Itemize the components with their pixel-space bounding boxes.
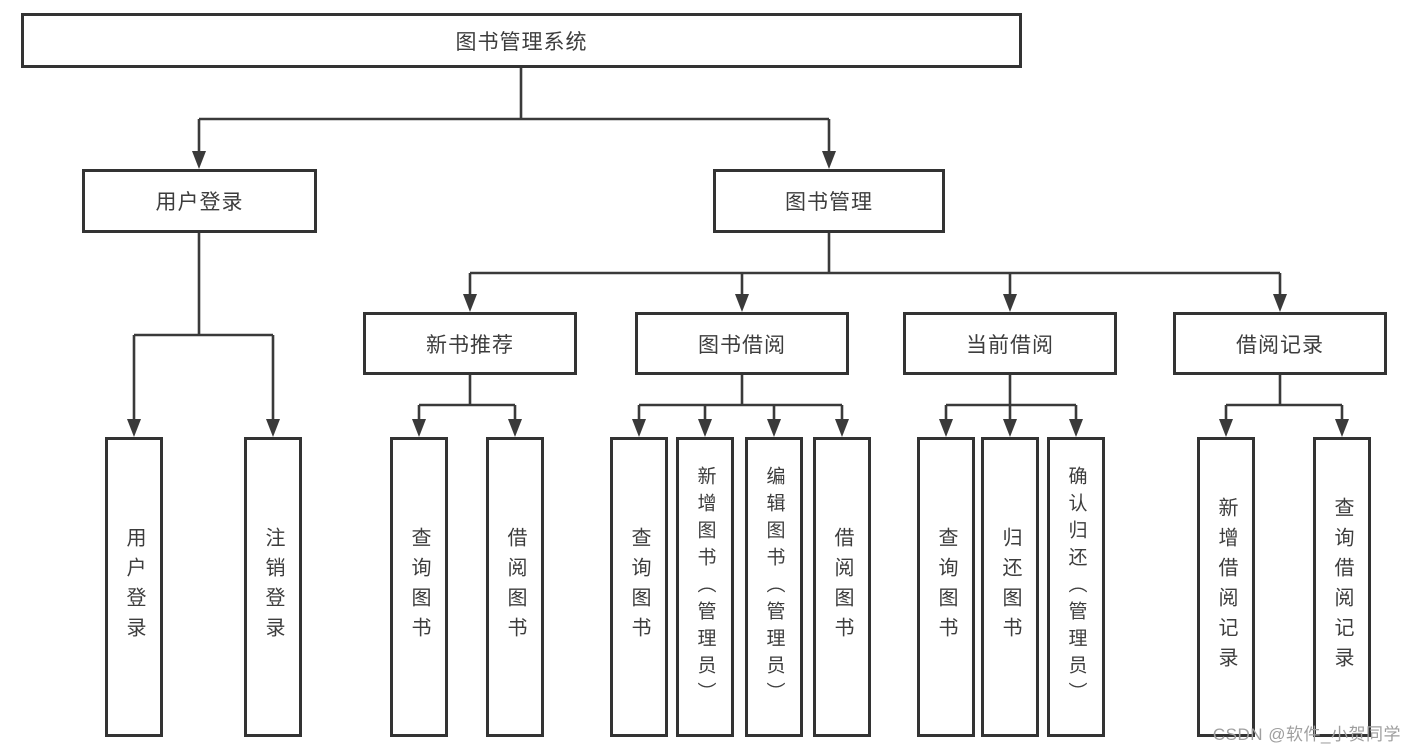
leaf-label: 归还图书 <box>999 527 1021 647</box>
leaf-label: 借阅图书 <box>831 527 853 647</box>
arrowhead-icon <box>266 419 280 437</box>
arrowhead-icon <box>698 419 712 437</box>
leaf-logout-login: 注销登录 <box>244 437 302 737</box>
node-user-login: 用户登录 <box>82 169 317 233</box>
leaf-label: 编辑图书（管理员） <box>763 465 785 709</box>
leaf-label: 借阅图书 <box>504 527 526 647</box>
leaf-label: 注销登录 <box>262 527 284 647</box>
leaf-label: 查询图书 <box>628 527 650 647</box>
leaf-label: 确认归还（管理员） <box>1065 465 1087 709</box>
node-borrow-records: 借阅记录 <box>1173 312 1387 375</box>
leaf-user-login: 用户登录 <box>105 437 163 737</box>
node-book-borrow: 图书借阅 <box>635 312 849 375</box>
arrowhead-icon <box>412 419 426 437</box>
arrowhead-icon <box>735 294 749 312</box>
leaf-query-borrow-record: 查询借阅记录 <box>1313 437 1371 737</box>
node-book-management: 图书管理 <box>713 169 945 233</box>
leaf-query-books-current: 查询图书 <box>917 437 975 737</box>
leaf-label: 查询图书 <box>935 527 957 647</box>
arrowhead-icon <box>127 419 141 437</box>
leaf-label: 新增图书（管理员） <box>694 465 716 709</box>
arrowhead-icon <box>1219 419 1233 437</box>
arrowhead-icon <box>835 419 849 437</box>
arrowhead-icon <box>1069 419 1083 437</box>
arrowhead-icon <box>1003 294 1017 312</box>
arrowhead-icon <box>632 419 646 437</box>
leaf-label: 查询借阅记录 <box>1331 497 1353 677</box>
arrowhead-icon <box>1273 294 1287 312</box>
node-current-borrow: 当前借阅 <box>903 312 1117 375</box>
leaf-query-books-borrow: 查询图书 <box>610 437 668 737</box>
leaf-label: 查询图书 <box>408 527 430 647</box>
leaf-label: 新增借阅记录 <box>1215 497 1237 677</box>
arrowhead-icon <box>1003 419 1017 437</box>
leaf-edit-books-admin: 编辑图书（管理员） <box>745 437 803 737</box>
arrowhead-icon <box>822 151 836 169</box>
watermark: CSDN @软件_小贺同学 <box>1212 725 1401 744</box>
arrowhead-icon <box>463 294 477 312</box>
leaf-add-books-admin: 新增图书（管理员） <box>676 437 734 737</box>
arrowhead-icon <box>508 419 522 437</box>
arrowhead-icon <box>767 419 781 437</box>
node-root-system: 图书管理系统 <box>21 13 1022 68</box>
leaf-return-books: 归还图书 <box>981 437 1039 737</box>
leaf-confirm-return-admin: 确认归还（管理员） <box>1047 437 1105 737</box>
leaf-borrow-books-recommend: 借阅图书 <box>486 437 544 737</box>
leaf-label: 用户登录 <box>123 527 145 647</box>
arrowhead-icon <box>1335 419 1349 437</box>
arrowhead-icon <box>939 419 953 437</box>
leaf-add-borrow-record: 新增借阅记录 <box>1197 437 1255 737</box>
arrowhead-icon <box>192 151 206 169</box>
leaf-borrow-books: 借阅图书 <box>813 437 871 737</box>
leaf-query-books-recommend: 查询图书 <box>390 437 448 737</box>
node-new-book-recommend: 新书推荐 <box>363 312 577 375</box>
